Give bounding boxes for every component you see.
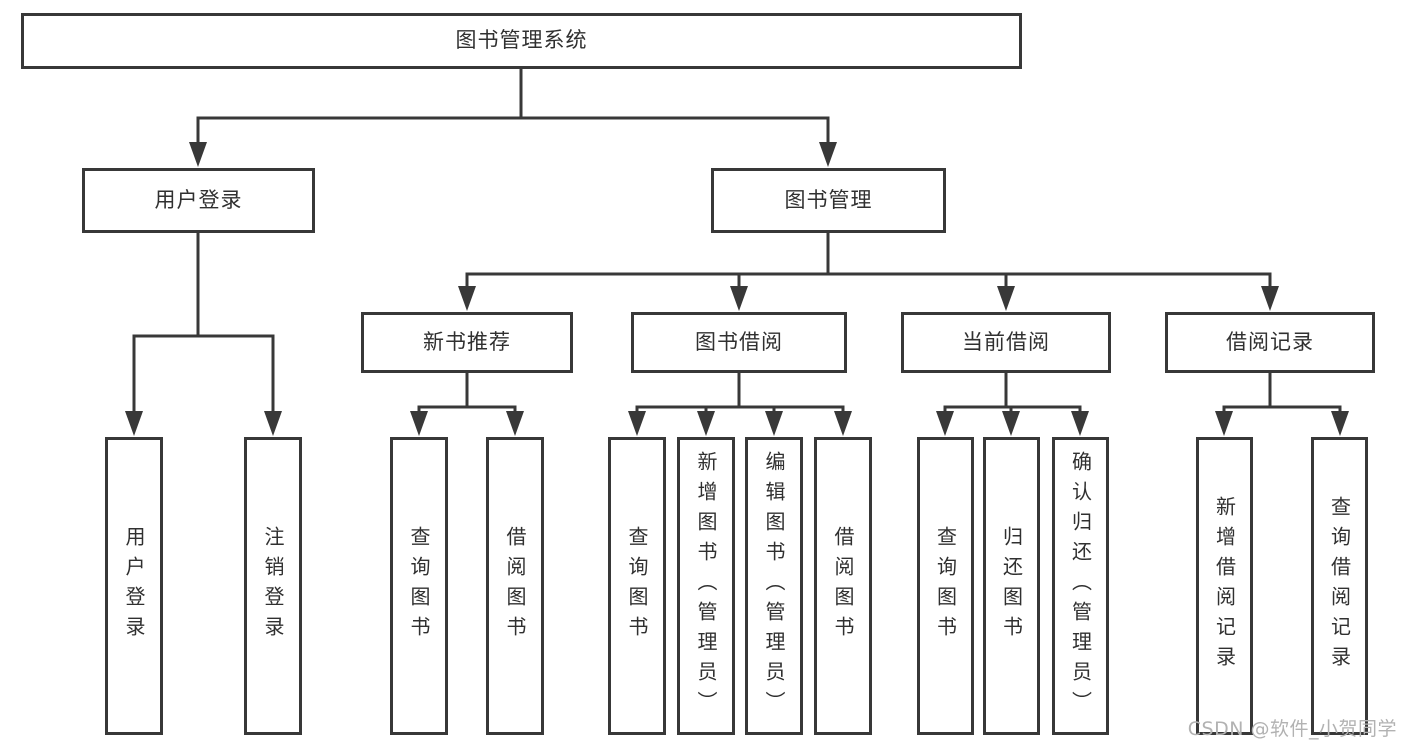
node-book-management-label: 图书管理 xyxy=(784,187,873,212)
connector-new-book-recommend-to-leaves xyxy=(410,370,524,436)
node-book-borrow-label: 图书借阅 xyxy=(695,329,783,354)
leaf-logout-label: 注销登录 xyxy=(261,526,285,646)
leaf-return-book-label: 归还图书 xyxy=(999,526,1024,646)
watermark: CSDN @软件_小贺同学 xyxy=(1187,718,1397,740)
leaf-edit-book-admin: 编辑图书（管理员） xyxy=(745,437,803,735)
leaf-return-book: 归还图书 xyxy=(983,437,1040,735)
node-book-borrow: 图书借阅 xyxy=(631,312,847,373)
leaf-edit-book-admin-label: 编辑图书（管理员） xyxy=(762,451,786,721)
leaf-user-login: 用户登录 xyxy=(105,437,163,735)
leaf-add-book-admin-label: 新增图书（管理员） xyxy=(694,451,718,721)
node-library-management-system-label: 图书管理系统 xyxy=(455,28,588,53)
leaf-confirm-return-admin: 确认归还（管理员） xyxy=(1052,437,1109,735)
leaf-query-book-3-label: 查询图书 xyxy=(933,526,958,646)
leaf-query-book-1: 查询图书 xyxy=(390,437,448,735)
leaf-borrow-book-1-label: 借阅图书 xyxy=(503,526,527,646)
node-user-login: 用户登录 xyxy=(82,168,315,233)
leaf-confirm-return-admin-label: 确认归还（管理员） xyxy=(1068,451,1093,721)
node-book-management: 图书管理 xyxy=(711,168,946,233)
node-user-login-label: 用户登录 xyxy=(154,187,243,212)
node-library-management-system: 图书管理系统 xyxy=(21,13,1022,69)
connector-borrow-records-to-leaves xyxy=(1215,370,1349,436)
leaf-add-borrow-record: 新增借阅记录 xyxy=(1196,437,1253,735)
connector-root-to-level2 xyxy=(189,66,837,167)
leaf-add-borrow-record-label: 新增借阅记录 xyxy=(1212,496,1237,676)
leaf-borrow-book-2: 借阅图书 xyxy=(814,437,872,735)
leaf-borrow-book-2-label: 借阅图书 xyxy=(831,526,855,646)
node-current-borrow: 当前借阅 xyxy=(901,312,1111,373)
leaf-query-book-1-label: 查询图书 xyxy=(407,526,431,646)
connector-user-login-to-leaves xyxy=(125,230,282,436)
leaf-query-book-2: 查询图书 xyxy=(608,437,666,735)
node-new-book-recommend: 新书推荐 xyxy=(361,312,573,373)
leaf-query-borrow-record-label: 查询借阅记录 xyxy=(1327,496,1352,676)
node-current-borrow-label: 当前借阅 xyxy=(962,329,1050,354)
leaf-user-login-label: 用户登录 xyxy=(122,526,146,646)
connector-current-borrow-to-leaves xyxy=(936,370,1089,436)
leaf-query-borrow-record: 查询借阅记录 xyxy=(1311,437,1368,735)
node-new-book-recommend-label: 新书推荐 xyxy=(423,329,511,354)
leaf-borrow-book-1: 借阅图书 xyxy=(486,437,544,735)
leaf-query-book-2-label: 查询图书 xyxy=(625,526,649,646)
connector-book-management-to-level3 xyxy=(458,230,1279,311)
leaf-add-book-admin: 新增图书（管理员） xyxy=(677,437,735,735)
leaf-logout: 注销登录 xyxy=(244,437,302,735)
node-borrow-records: 借阅记录 xyxy=(1165,312,1375,373)
leaf-query-book-3: 查询图书 xyxy=(917,437,974,735)
connector-book-borrow-to-leaves xyxy=(628,370,852,436)
node-borrow-records-label: 借阅记录 xyxy=(1226,329,1314,354)
